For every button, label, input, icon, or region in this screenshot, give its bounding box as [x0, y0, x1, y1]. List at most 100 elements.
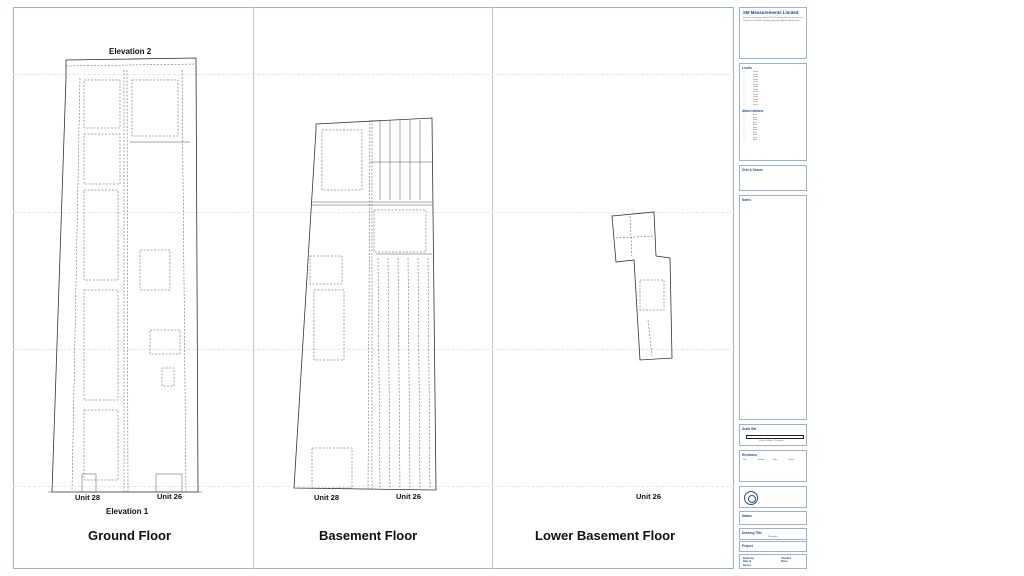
revisions-header: Rev Details Date Drawn — [743, 459, 803, 461]
info-value — [757, 560, 781, 567]
legend-key: — — [743, 96, 746, 98]
info-label: Drawn by — [743, 557, 754, 560]
scale-bar — [746, 435, 804, 439]
legend-box: Levels — Level — Level — Level — Level — Level — Le… — [739, 63, 807, 161]
legend-key: — — [743, 134, 746, 136]
legend-value: Level — [753, 96, 758, 98]
revision-col: Drawn — [788, 459, 794, 461]
legend-row: —Item — [743, 114, 806, 117]
legend-value: Level — [753, 98, 758, 101]
grid-datum-title: Grid & Datum — [742, 168, 763, 172]
info-label: Checked — [781, 557, 791, 560]
legend-value: Level — [753, 91, 758, 93]
legend-key: — — [743, 88, 746, 91]
floor-title-basement: Basement Floor — [319, 528, 418, 543]
info-label: Sheet — [781, 560, 788, 564]
legend-value: Item — [753, 129, 758, 131]
revision-col: Rev — [743, 459, 747, 461]
legend-row: — Level — [743, 81, 806, 84]
status-title: Status — [742, 514, 752, 518]
grid-datum-box: Grid & Datum — [739, 165, 807, 191]
grid-line — [13, 349, 734, 350]
legend-row: — Item — [743, 137, 806, 140]
legend-value: Item — [753, 114, 758, 116]
legend-value: Level — [753, 88, 758, 91]
legend-row: — Level — [743, 94, 806, 97]
company-logo-icon — [744, 491, 758, 505]
scale-bar-title: Scale Bar — [742, 427, 757, 431]
legend-row: — Item — [743, 124, 806, 127]
revisions-box: Revisions Rev Details Date Drawn — [739, 450, 807, 482]
legend-value: Level — [753, 73, 758, 76]
project-box: Project — [739, 541, 807, 552]
legend-value: Level — [753, 93, 758, 96]
drawing-title-value: Floorplans — [768, 536, 778, 538]
elevation-top-label: Elevation 2 — [109, 47, 152, 56]
legend-value: Item — [753, 124, 758, 126]
legend-row: — Level — [743, 76, 806, 79]
unit-label: Unit 28 — [75, 493, 101, 502]
company-box: SM Measurements Limited Surveyor commiss… — [739, 7, 807, 59]
unit-label: Unit 28 — [314, 493, 340, 502]
legend-row: — Level — [743, 104, 806, 107]
legend-value: Level — [753, 101, 758, 103]
legend-row: — Item — [743, 119, 806, 122]
legend-key: — — [743, 126, 746, 129]
info-box: Drawn by Checked Date of Survey Sheet — [739, 554, 807, 569]
legend-value: Level — [753, 71, 758, 73]
unit-label: Unit 26 — [636, 492, 662, 501]
legend-row: — Level — [743, 71, 806, 74]
unit-label: Unit 26 — [396, 492, 422, 501]
notes-title: Notes — [742, 198, 751, 202]
legend-value: Level — [753, 83, 758, 86]
legend-key: — — [743, 101, 746, 103]
revision-col: Date — [773, 459, 778, 461]
scale-caption: Scale in Metres / Ratings in — [759, 440, 785, 442]
panel-divider — [492, 7, 493, 569]
legend-key: — — [743, 139, 746, 141]
legend-row: — Item — [743, 132, 806, 135]
legend-value: Item — [753, 121, 758, 124]
intro-text: Surveyor commissioned by RICS Surveying … — [743, 17, 803, 22]
abbrev-title: Abbreviations — [742, 109, 764, 113]
revision-col: Details — [758, 459, 765, 461]
company-name: SM Measurements Limited — [743, 10, 799, 15]
legend-key: — — [743, 73, 746, 76]
legend-row: —Item — [743, 117, 806, 120]
notes-box: Notes — [739, 195, 807, 420]
legend-row: — Level — [743, 101, 806, 104]
info-grid: Drawn by Checked Date of Survey Sheet — [743, 557, 803, 567]
drawing-title-label: Drawing Title — [742, 531, 762, 535]
legend-key: — — [743, 76, 746, 78]
legend-key: — — [743, 121, 746, 124]
legend-value: Item — [753, 131, 758, 134]
legend-value: Item — [753, 126, 758, 129]
drawing-sheet — [13, 7, 734, 569]
legend-row: — Item — [743, 127, 806, 130]
legend-key: — — [743, 71, 746, 73]
legend-row: — Item — [743, 129, 806, 132]
legend-value: Item — [753, 139, 758, 141]
revisions-title: Revisions — [742, 453, 758, 457]
grid-line — [13, 486, 734, 487]
floor-title-ground: Ground Floor — [88, 528, 172, 543]
legend-key: — — [743, 98, 746, 101]
legend-key: — — [743, 81, 746, 83]
legend-row: — Item — [743, 134, 806, 137]
legend-key: — — [743, 86, 746, 88]
legend-row: — Level — [743, 96, 806, 99]
info-label: Date of Survey — [743, 560, 752, 567]
legend-value: Level — [753, 78, 758, 81]
legend-value: Level — [753, 81, 758, 83]
legend-row: — Level — [743, 84, 806, 87]
scale-bar-box: Scale Bar Scale in Metres / Ratings in — [739, 424, 807, 446]
project-label: Project — [742, 544, 753, 548]
legend-title: Levels — [742, 66, 752, 70]
legend-value: Level — [753, 86, 758, 88]
legend-row: — Level — [743, 79, 806, 82]
legend-row: — Item — [743, 139, 806, 142]
legend-key: — — [743, 124, 746, 126]
unit-label: Unit 26 — [157, 492, 183, 501]
legend-key: — — [743, 103, 746, 106]
